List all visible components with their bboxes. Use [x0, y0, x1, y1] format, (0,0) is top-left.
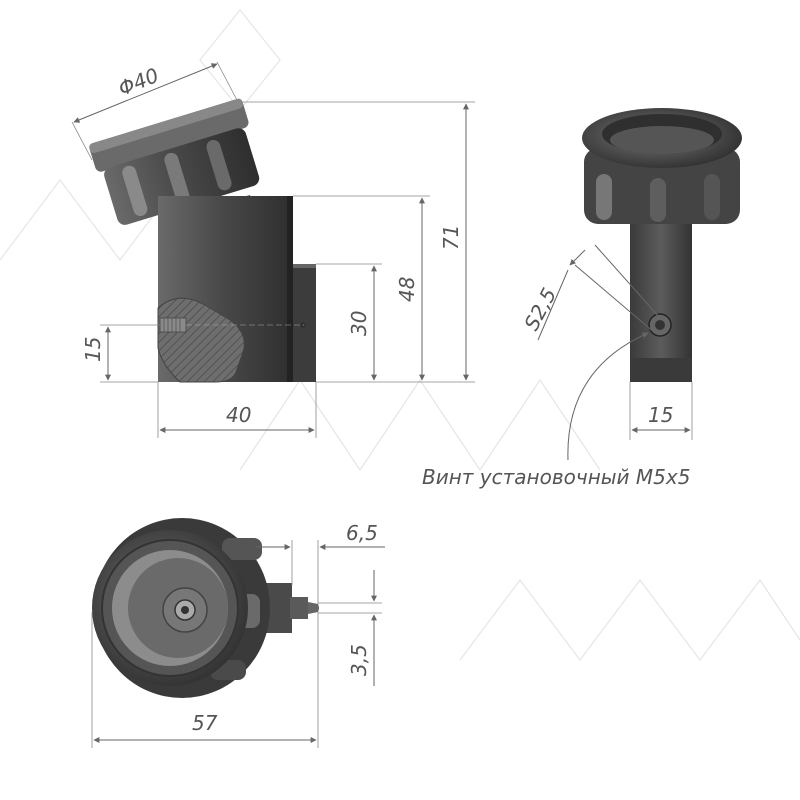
side-view [582, 108, 742, 382]
dim-height-body: 48 [395, 277, 419, 302]
top-view [92, 518, 319, 698]
dim-socket: S2,5 [519, 284, 561, 335]
dim-width-overall: 57 [192, 711, 218, 735]
pin-tip [308, 602, 319, 614]
front-view [89, 98, 316, 383]
dim-width-stem: 15 [648, 403, 673, 427]
dim-width-body: 40 [226, 403, 251, 427]
side-tab [293, 264, 316, 382]
dim-height-tab: 30 [347, 311, 371, 336]
top-view-dimensions: 6,5 3,5 57 [91, 521, 385, 748]
stem [630, 200, 692, 382]
dim-pin-length: 6,5 [346, 521, 378, 545]
dim-height-total: 71 [439, 225, 463, 250]
dim-height-screw: 15 [81, 337, 105, 362]
dim-pin-diameter: 3,5 [347, 644, 371, 676]
callout-label: Винт установочный М5х5 [422, 465, 690, 489]
dim-diameter: Φ40 [115, 63, 162, 101]
front-view-dimensions: Φ40 71 48 30 15 40 [71, 61, 475, 438]
